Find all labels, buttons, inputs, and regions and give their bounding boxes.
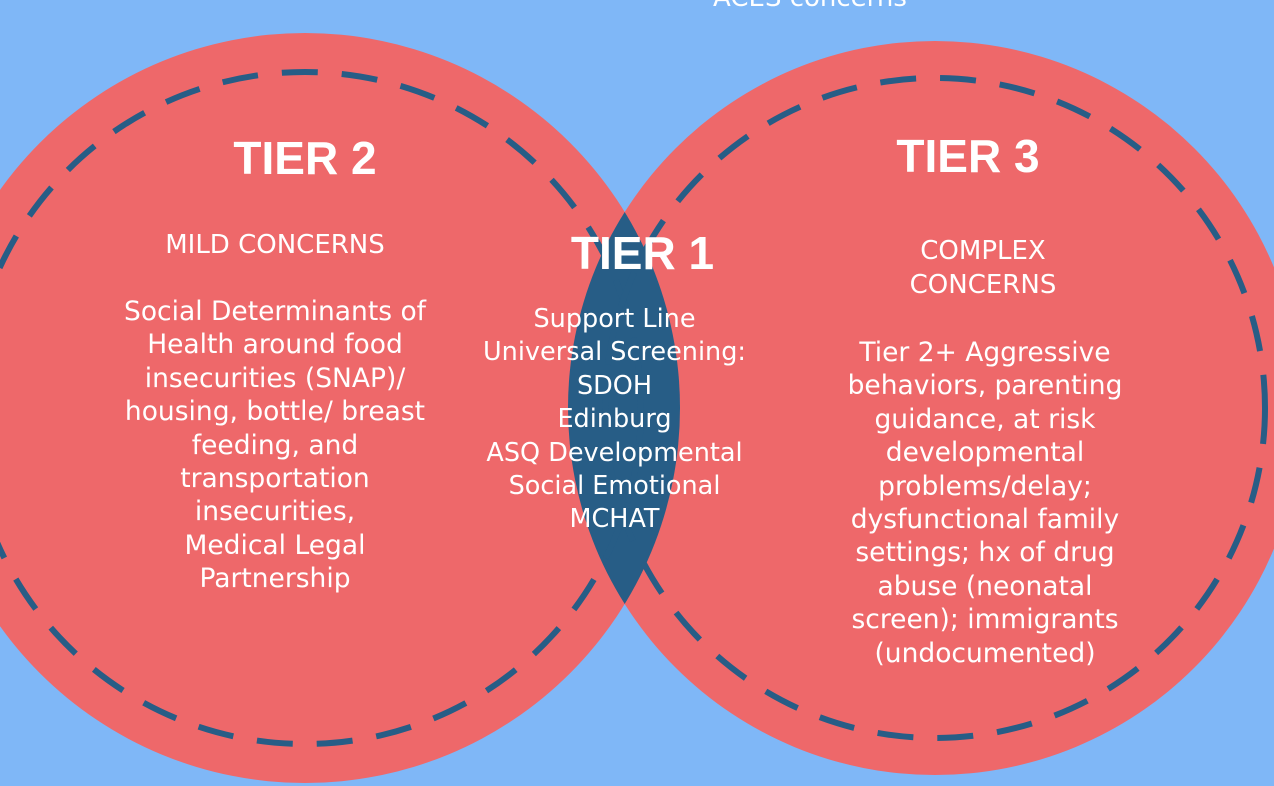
- top-partial-label: ACES concerns: [660, 0, 960, 13]
- tier3-dashed-border: [602, 75, 1268, 741]
- tier2-circle: [0, 33, 680, 783]
- tier1-title: TIER 1: [570, 227, 715, 279]
- tier2-dashed-border: [0, 69, 644, 747]
- tier3-title: TIER 3: [896, 130, 1040, 182]
- tier2-subtitle: MILD CONCERNS: [165, 230, 385, 260]
- tier3-subtitle: COMPLEX CONCERNS: [909, 236, 1057, 300]
- tier2-description: Social Determinants of Health around foo…: [124, 296, 426, 595]
- tier2-title: TIER 2: [233, 132, 377, 184]
- tier3-description: Tier 2+ Aggressive behaviors, parenting …: [847, 337, 1123, 669]
- tier3-circle: [568, 41, 1274, 775]
- tier1-description: Support Line Universal Screening: SDOH E…: [483, 304, 746, 535]
